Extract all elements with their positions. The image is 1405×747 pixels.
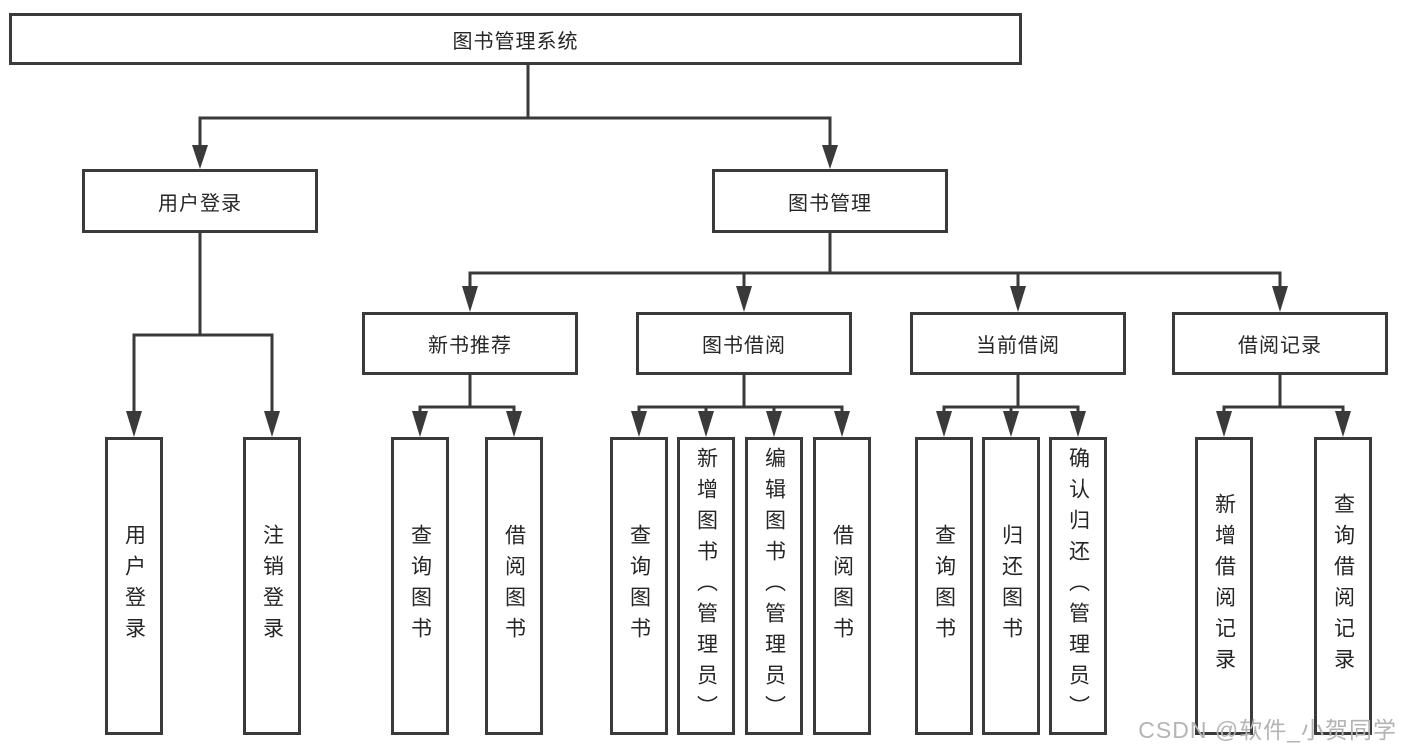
node-root-system-label: 图书管理系统 [452, 30, 579, 53]
tree-connectors [132, 65, 1345, 413]
leaf-nbr-borrow-books: 借阅图书 [485, 437, 543, 735]
node-current-borrowing: 当前借阅 [910, 312, 1126, 375]
leaf-br-add-record: 新增借阅记录 [1195, 437, 1253, 735]
leaf-cb-confirm-return-admin: 确认归还（管理员） [1049, 437, 1107, 735]
leaf-bb-query-books: 查询图书 [610, 437, 668, 735]
leaf-bb-borrow-books-label: 借阅图书 [830, 524, 854, 648]
node-book-borrowing: 图书借阅 [636, 312, 852, 375]
leaf-user-login: 用户登录 [105, 437, 163, 735]
leaf-bb-query-books-label: 查询图书 [627, 524, 651, 648]
leaf-bb-add-books-admin: 新增图书（管理员） [677, 437, 735, 735]
leaf-br-query-record: 查询借阅记录 [1314, 437, 1372, 735]
leaf-nbr-borrow-books-label: 借阅图书 [502, 524, 526, 648]
node-book-management-label: 图书管理 [788, 192, 872, 215]
leaf-nbr-query-books: 查询图书 [391, 437, 449, 735]
arrowheads [126, 145, 1351, 437]
csdn-watermark: CSDN @软件_小贺同学 [1138, 717, 1397, 743]
leaf-logout-label: 注销登录 [260, 524, 284, 648]
leaf-br-add-record-label: 新增借阅记录 [1212, 493, 1236, 679]
node-borrowing-records-label: 借阅记录 [1238, 335, 1322, 357]
node-user-login-label: 用户登录 [158, 192, 242, 215]
leaf-cb-return-books-label: 归还图书 [999, 524, 1023, 648]
leaf-bb-edit-books-admin-label: 编辑图书（管理员） [762, 446, 786, 726]
leaf-bb-borrow-books: 借阅图书 [813, 437, 871, 735]
leaf-bb-add-books-admin-label: 新增图书（管理员） [694, 446, 718, 726]
node-borrowing-records: 借阅记录 [1172, 312, 1388, 375]
leaf-logout: 注销登录 [243, 437, 301, 735]
leaf-cb-confirm-return-admin-label: 确认归还（管理员） [1066, 446, 1090, 726]
leaf-cb-query-books-label: 查询图书 [932, 524, 956, 648]
node-book-borrowing-label: 图书借阅 [702, 335, 786, 357]
node-user-login: 用户登录 [82, 169, 318, 233]
leaf-user-login-label: 用户登录 [122, 524, 146, 648]
leaf-cb-return-books: 归还图书 [982, 437, 1040, 735]
node-root-system: 图书管理系统 [9, 13, 1022, 65]
node-new-book-recommend-label: 新书推荐 [428, 335, 512, 357]
leaf-bb-edit-books-admin: 编辑图书（管理员） [745, 437, 803, 735]
node-book-management: 图书管理 [712, 169, 948, 233]
leaf-cb-query-books: 查询图书 [915, 437, 973, 735]
leaf-nbr-query-books-label: 查询图书 [408, 524, 432, 648]
leaf-br-query-record-label: 查询借阅记录 [1331, 493, 1355, 679]
node-new-book-recommend: 新书推荐 [362, 312, 578, 375]
node-current-borrowing-label: 当前借阅 [976, 335, 1060, 357]
